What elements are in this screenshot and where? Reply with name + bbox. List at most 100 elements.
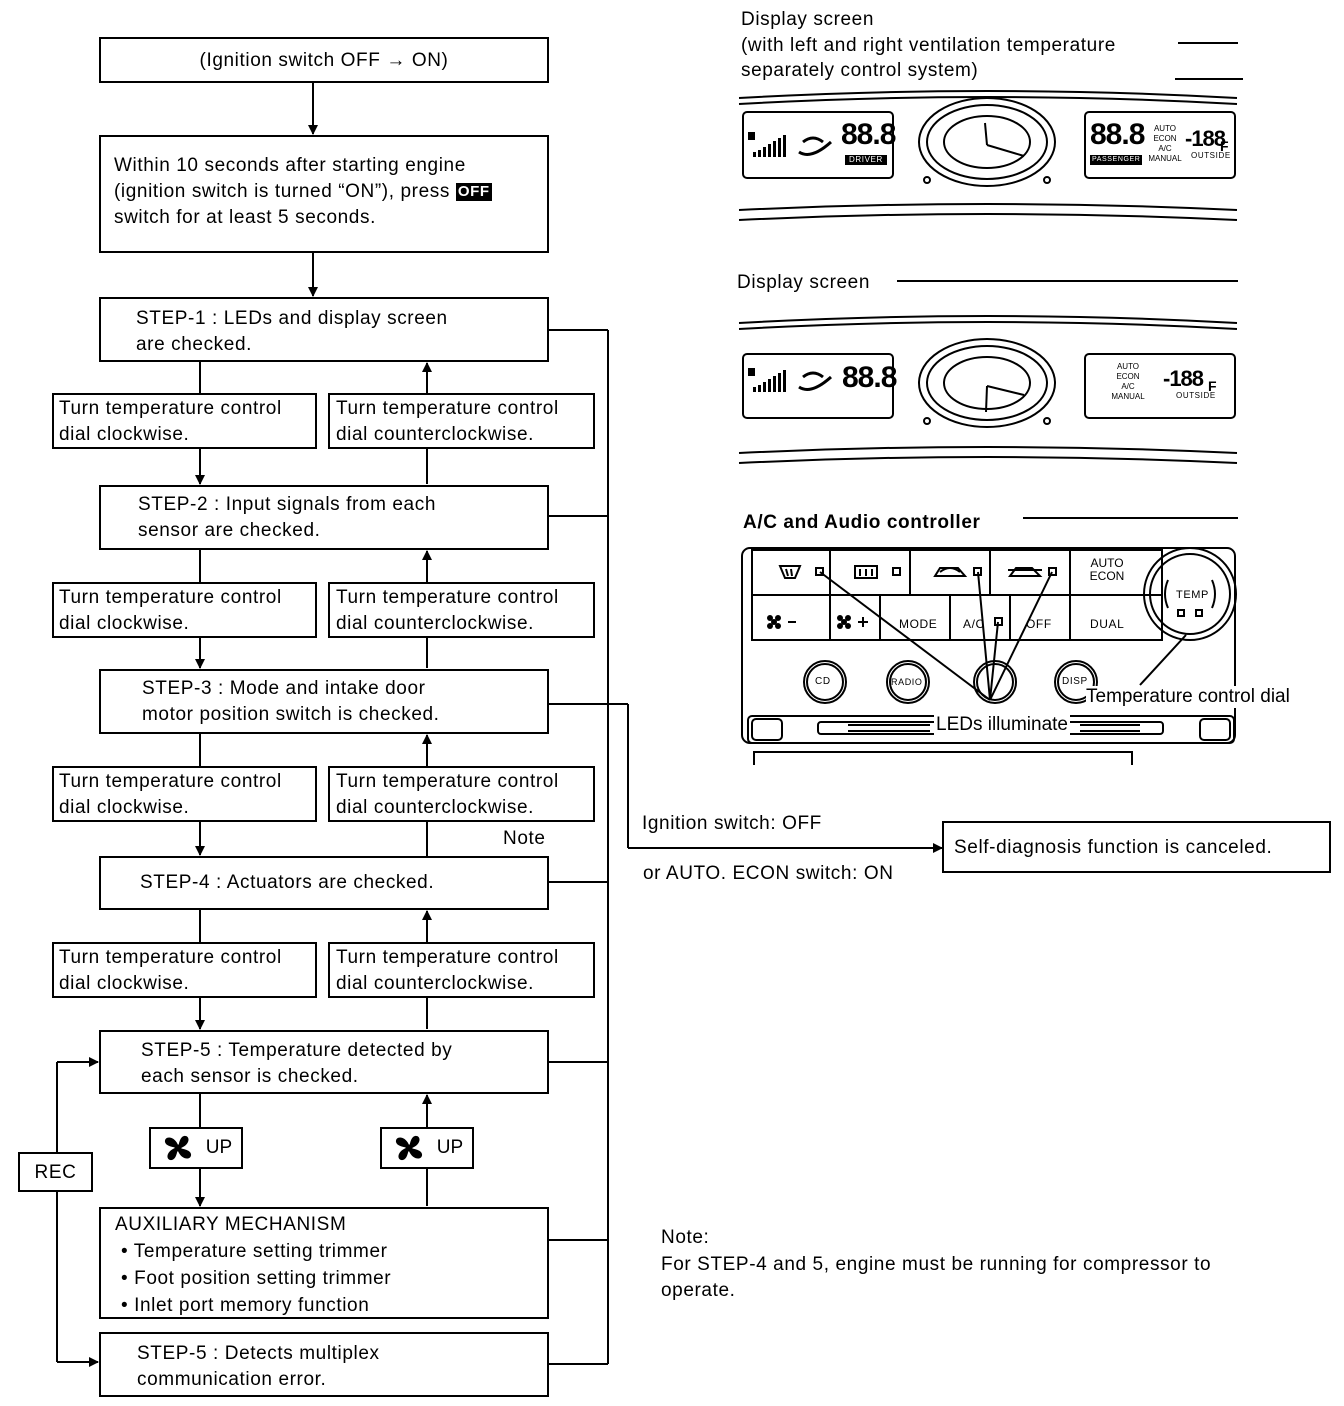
note-title: Note: (661, 1227, 710, 1248)
step-4-box: STEP-4 : Actuators are checked. (99, 856, 549, 910)
airflow-icon (798, 371, 833, 391)
cw-line-2: dial clockwise. (59, 797, 190, 818)
cw-line-2: dial clockwise. (59, 613, 190, 634)
cancel-result-box: Self-diagnosis function is canceled. (942, 821, 1331, 873)
cw-line-2: dial clockwise. (59, 424, 190, 445)
cw-box-1: Turn temperature control dial clockwise. (52, 393, 317, 449)
step-3-box: STEP-3 : Mode and intake door motor posi… (99, 669, 549, 734)
fan-level-bars (748, 368, 786, 392)
display-2-panel (738, 315, 1238, 464)
airflow-icon (798, 136, 833, 156)
recirculation-icon (933, 567, 968, 577)
fan-up-box-right: UP (380, 1127, 474, 1169)
mode-manual: MANUAL (1111, 392, 1145, 401)
passenger-tag: PASSENGER (1090, 155, 1143, 165)
fan-level-bars (748, 132, 786, 157)
mode-ac: A/C (1158, 144, 1172, 153)
outside-label: OUTSIDE (1191, 151, 1231, 160)
off-button[interactable]: OFF (1026, 617, 1052, 631)
disp-button[interactable]: DISP (1062, 676, 1088, 687)
off-switch-tag: OFF (455, 183, 492, 201)
cw-line-1: Turn temperature control (59, 398, 282, 419)
step-3-line-1: STEP-3 : Mode and intake door (142, 678, 426, 699)
fan-icon (164, 1135, 191, 1161)
multiplex-step-box: STEP-5 : Detects multiplex communication… (99, 1332, 549, 1397)
ac-button[interactable]: A/C (963, 617, 985, 631)
display-2-unit: F (1208, 378, 1218, 394)
fan-up-icon (837, 615, 868, 629)
start-text: (Ignition switch OFF → ON) (199, 50, 449, 71)
ccw-line-1: Turn temperature control (336, 398, 559, 419)
step-1-line-1: STEP-1 : LEDs and display screen (136, 308, 448, 329)
cd-button[interactable]: CD (815, 676, 831, 687)
aux-item: • Inlet port memory function (121, 1295, 370, 1316)
radio-button[interactable]: RADIO (891, 677, 923, 687)
mode-econ: ECON (1116, 372, 1140, 381)
press-off-box: Within 10 seconds after starting engine … (99, 135, 549, 253)
cancel-result: Self-diagnosis function is canceled. (954, 837, 1273, 858)
mode-auto: AUTO (1116, 362, 1140, 371)
press-line-2: (ignition switch is turned “ON”), press (114, 181, 450, 202)
display-1-subtitle-1: (with left and right ventilation tempera… (741, 35, 1116, 56)
step-5-line-2: each sensor is checked. (141, 1066, 359, 1087)
display-2-temp-digits: 88.8 (842, 361, 897, 394)
mode-ac: A/C (1121, 382, 1135, 391)
ccw-line-1: Turn temperature control (336, 947, 559, 968)
fan-icon (395, 1135, 422, 1161)
ccw-box-2: Turn temperature control dial counterclo… (328, 582, 595, 638)
step-3-line-2: motor position switch is checked. (142, 704, 440, 725)
ccw-line-2: dial counterclockwise. (336, 973, 535, 994)
auxiliary-mechanism-box: AUXILIARY MECHANISM • Temperature settin… (99, 1207, 549, 1319)
multiplex-line-2: communication error. (137, 1369, 327, 1390)
display-1-title: Display screen (741, 9, 875, 30)
ccw-line-2: dial counterclockwise. (336, 613, 535, 634)
cw-box-3: Turn temperature control dial clockwise. (52, 766, 317, 822)
step-1-line-2: are checked. (136, 334, 252, 355)
ccw-line-2: dial counterclockwise. (336, 797, 535, 818)
note-line-2: operate. (661, 1280, 736, 1301)
display-2-mode-list: AUTO ECON A/C MANUAL (1104, 362, 1152, 402)
defrost-icon (778, 565, 802, 579)
temp-dial[interactable]: TEMP (1176, 589, 1209, 601)
note-line-1: For STEP-4 and 5, engine must be running… (661, 1254, 1212, 1275)
driver-temp-digits: 88.8 (841, 118, 896, 151)
fan-up-box-left: UP (149, 1127, 243, 1169)
aux-title: AUXILIARY MECHANISM (115, 1214, 347, 1235)
leds-illuminate-label: LEDs illuminate (934, 714, 1070, 736)
mode-econ: ECON (1153, 134, 1177, 143)
press-line-1: Within 10 seconds after starting engine (114, 155, 466, 176)
temperature-dial-label: Temperature control dial (1086, 686, 1290, 708)
auto-econ-button[interactable]: AUTO ECON (1072, 557, 1142, 583)
cw-line-2: dial clockwise. (59, 973, 190, 994)
aux-item: • Temperature setting trimmer (121, 1241, 388, 1262)
step-2-line-1: STEP-2 : Input signals from each (138, 494, 436, 515)
step-5-box: STEP-5 : Temperature detected by each se… (99, 1030, 549, 1094)
multiplex-line-1: STEP-5 : Detects multiplex (137, 1343, 380, 1364)
mode-manual: MANUAL (1148, 154, 1182, 163)
display-2-outside-label: OUTSIDE (1176, 391, 1216, 400)
cancel-condition-1: Ignition switch: OFF (642, 813, 822, 834)
cw-line-1: Turn temperature control (59, 587, 282, 608)
start-box: (Ignition switch OFF → ON) (99, 37, 549, 83)
cancel-condition-2: or AUTO. ECON switch: ON (643, 863, 894, 884)
display-1-panel (738, 90, 1238, 221)
cw-box-4: Turn temperature control dial clockwise. (52, 942, 317, 998)
mode-button[interactable]: MODE (899, 617, 938, 631)
fan-up-label: UP (205, 1137, 233, 1158)
ccw-line-1: Turn temperature control (336, 771, 559, 792)
fresh-air-icon (1008, 567, 1043, 577)
dual-button[interactable]: DUAL (1090, 617, 1125, 631)
step-2-box: STEP-2 : Input signals from each sensor … (99, 485, 549, 550)
display-1-mode-list: AUTO ECON A/C MANUAL (1143, 124, 1187, 164)
step-2-line-2: sensor are checked. (138, 520, 321, 541)
rec-box: REC (18, 1152, 93, 1192)
controller-title: A/C and Audio controller (743, 512, 981, 533)
display-1-subtitle-2: separately control system) (741, 60, 979, 81)
ccw-box-4: Turn temperature control dial counterclo… (328, 942, 595, 998)
ccw-line-2: dial counterclockwise. (336, 424, 535, 445)
fan-up-label: UP (436, 1137, 464, 1158)
outside-temp-unit: F (1220, 138, 1230, 154)
rear-defrost-icon (854, 565, 878, 579)
step-5-line-1: STEP-5 : Temperature detected by (141, 1040, 453, 1061)
